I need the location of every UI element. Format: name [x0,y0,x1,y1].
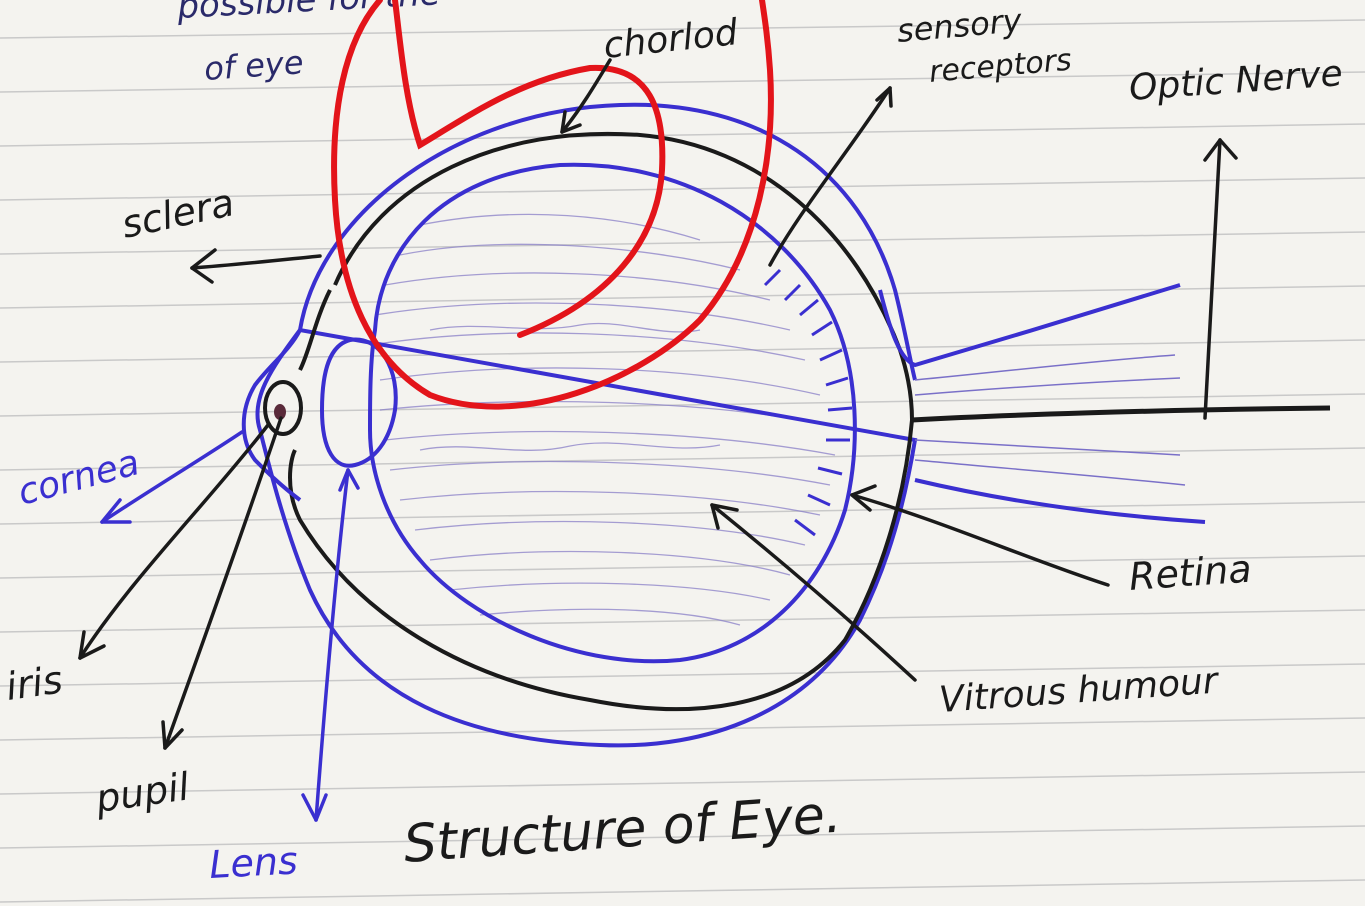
red-annotation-loop [334,0,771,407]
label-arrows-blue [102,432,358,820]
label-arrows [80,60,1236,748]
sclera-outline [257,105,915,746]
ruled-lines [0,20,1365,902]
label-cornea: cornea [14,442,144,514]
label-iris: iris [3,657,65,708]
label-lens: Lens [208,838,299,887]
header-fragment-line1: possible for the [175,0,441,27]
label-pupil: pupil [92,764,192,821]
label-optic-nerve: Optic Nerve [1128,53,1344,109]
label-retina: Retina [1128,547,1253,599]
label-receptors: receptors [928,43,1073,90]
label-chorlod: chorlod [602,12,741,67]
vitreous-hatching [370,214,835,625]
header-fragment-line2: of eye [203,43,305,88]
label-sensory: sensory [895,1,1024,50]
label-sclera: sclera [118,180,238,247]
optic-nerve-bundle [880,285,1330,522]
retina-layer [370,165,855,662]
diagram-caption: Structure of Eye. [402,785,843,875]
